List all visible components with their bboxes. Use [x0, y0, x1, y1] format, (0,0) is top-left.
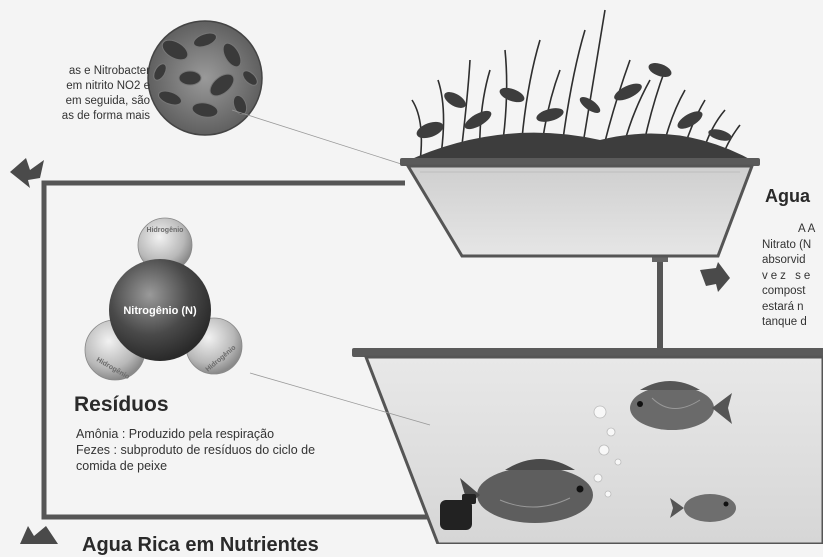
- bacteria-line-2: em nitrito NO2 e: [0, 79, 150, 94]
- arrow-right: [700, 262, 730, 292]
- residuos-line-3: comida de peixe: [76, 458, 396, 474]
- arrow-top-left: [10, 158, 44, 188]
- arrow-bottom-left: [20, 526, 58, 544]
- residuos-title: Resíduos: [74, 393, 169, 417]
- residuos-line-1: Amônia : Produzido pela respiração: [76, 426, 396, 442]
- agua-line-3: absorvid: [762, 253, 823, 269]
- hydrogen-label-top: Hidrogênio: [147, 227, 184, 234]
- agua-title: Agua: [765, 186, 810, 207]
- bacteria-description: as e Nitrobacter em nitrito NO2 e em seg…: [0, 64, 150, 124]
- agua-line-4: vez se: [762, 269, 823, 285]
- agua-line-1: A A: [762, 222, 823, 238]
- bacteria-microscope-circle: [148, 21, 262, 135]
- agua-line-5: compost: [762, 284, 823, 300]
- bacteria-line-1: as e Nitrobacter: [0, 64, 150, 79]
- agua-line-6: estará n: [762, 300, 823, 316]
- bacteria-line-4: as de forma mais: [0, 109, 150, 124]
- grow-bed: [400, 10, 760, 256]
- bacteria-line-3: em seguida, são: [0, 94, 150, 109]
- nitrogen-label: Nitrogênio (N): [123, 305, 197, 317]
- ammonia-molecule: Nitrogênio (N) Hidrogênio Hidrogênio Hid…: [85, 218, 242, 381]
- residuos-line-2: Fezes : subproduto de resíduos do ciclo …: [76, 442, 396, 458]
- agua-description: A A Nitrato (N absorvid vez se compost e…: [762, 222, 823, 331]
- bottom-title: Agua Rica em Nutrientes: [82, 534, 319, 557]
- residuos-description: Amônia : Produzido pela respiração Fezes…: [76, 426, 396, 474]
- agua-line-7: tanque d: [762, 315, 823, 331]
- agua-line-2: Nitrato (N: [762, 238, 823, 254]
